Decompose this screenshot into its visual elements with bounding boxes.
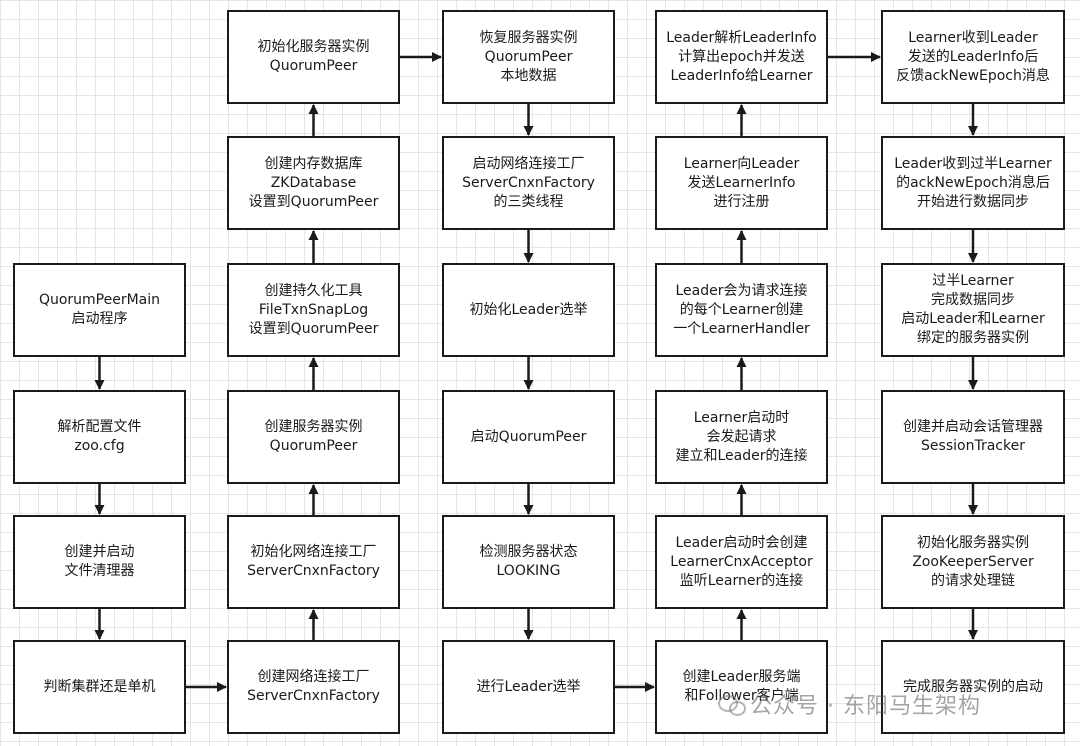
node-text-line: 创建并启动会话管理器 xyxy=(903,419,1043,435)
node-text-line: Learner启动时 xyxy=(693,409,790,426)
node-text-line: 解析配置文件 xyxy=(57,419,142,435)
node-text-line: Learner收到Leader xyxy=(908,29,1038,46)
step-start-data-sync: Leader收到过半Learner 的ackNewEpoch消息后开始进行数据同步 xyxy=(881,136,1065,230)
node-text-line: 和Follower客户端 xyxy=(684,688,799,704)
step-start-sessiontracker: 创建并启动会话管理器 SessionTracker xyxy=(881,390,1065,484)
node-text-line: zoo.cfg xyxy=(74,438,125,454)
step-leader-election: 进行Leader选举 xyxy=(442,640,615,734)
step-create-quorumpeer: 创建服务器实例 QuorumPeer xyxy=(227,390,400,484)
node-text-line: 发送LearnerInfo xyxy=(687,174,796,191)
node-text-line: 过半Learner xyxy=(932,273,1014,289)
node-text-line: 进行注册 xyxy=(713,193,770,210)
node-text-line: ServerCnxnFactory xyxy=(462,174,595,191)
step-create-filetxnsnaplog: 创建持久化工具 FileTxnSnapLog 设置到QuorumPeer xyxy=(227,263,400,357)
node-text-line: 恢复服务器实例 xyxy=(479,29,578,46)
node-text-line: QuorumPeer xyxy=(484,48,573,65)
node-text-line: 创建网络连接工厂 xyxy=(257,669,370,685)
node-text-line: ZooKeeperServer xyxy=(912,553,1034,570)
node-text-line: 设置到QuorumPeer xyxy=(248,193,379,210)
node-text-line: 的每个Learner创建 xyxy=(679,301,804,318)
node-text-line: 的ackNewEpoch消息后 xyxy=(896,174,1050,191)
node-text-line: 的请求处理链 xyxy=(931,572,1015,589)
node-text-line: LOOKING xyxy=(496,563,561,579)
step-start-bound-server-instances: 过半Learner 完成数据同步启动Leader和Learner 绑定的服务器实例 xyxy=(881,263,1065,357)
node-text-line: Learner向Leader xyxy=(683,155,800,172)
node-text-line: 初始化网络连接工厂 xyxy=(250,544,377,560)
step-quorumpeermain-start: QuorumPeerMain 启动程序 xyxy=(13,263,186,357)
node-text-line: 创建服务器实例 xyxy=(264,419,363,435)
node-text-line: 发送的LeaderInfo后 xyxy=(907,48,1039,65)
node-text-line: Leader启动时会创建 xyxy=(675,534,808,551)
node-text-line: 判断集群还是单机 xyxy=(43,678,156,695)
step-start-quorumpeer: 启动QuorumPeer xyxy=(442,390,615,484)
node-text-line: 进行Leader选举 xyxy=(476,678,581,695)
node-text-line: 初始化服务器实例 xyxy=(917,534,1029,551)
node-text-line: 文件清理器 xyxy=(64,563,135,579)
step-create-servercnxnfactory: 创建网络连接工厂 ServerCnxnFactory xyxy=(227,640,400,734)
node-text-line: SessionTracker xyxy=(921,438,1025,454)
node-text-line: QuorumPeer xyxy=(269,58,358,74)
step-restore-local-data: 恢复服务器实例 QuorumPeer 本地数据 xyxy=(442,10,615,104)
node-text-line: 创建并启动 xyxy=(64,544,135,560)
step-learner-register: Learner向Leader 发送LearnerInfo 进行注册 xyxy=(655,136,828,230)
node-text-line: 创建Leader服务端 xyxy=(682,669,801,685)
step-check-cluster-or-standalone: 判断集群还是单机 xyxy=(13,640,186,734)
node-text-line: ZKDatabase xyxy=(270,174,357,191)
step-create-leader-follower: 创建Leader服务端和Follower客户端 xyxy=(655,640,828,734)
node-text-line: 完成数据同步 xyxy=(931,292,1015,308)
node-text-line: ServerCnxnFactory xyxy=(247,688,380,704)
wechat-icon xyxy=(718,693,746,716)
node-text-line: 监听Learner的连接 xyxy=(679,572,804,589)
watermark-text: 公众号 · 东阳马生架构 xyxy=(750,694,981,719)
step-create-learnercnxacceptor: Leader启动时会创建 LearnerCnxAcceptor 监听Learner的… xyxy=(655,515,828,609)
node-text-line: 建立和Leader的连接 xyxy=(675,447,808,464)
step-parse-config: 解析配置文件 zoo.cfg xyxy=(13,390,186,484)
node-text-line: Leader收到过半Learner xyxy=(894,155,1052,172)
node-text-line: QuorumPeer xyxy=(269,438,358,454)
step-init-servercnxnfactory: 初始化网络连接工厂 ServerCnxnFactory xyxy=(227,515,400,609)
node-text-line: 绑定的服务器实例 xyxy=(917,330,1029,346)
node-text-line: 启动网络连接工厂 xyxy=(472,155,585,172)
node-text-line: 创建持久化工具 xyxy=(264,282,363,299)
step-learner-ack-new-epoch: Learner收到Leader 发送的LeaderInfo后反馈ackNewEpo… xyxy=(881,10,1065,104)
node-text-line: 一个LearnerHandler xyxy=(673,320,810,337)
step-init-request-processor-chain: 初始化服务器实例 ZooKeeperServer 的请求处理链 xyxy=(881,515,1065,609)
node-text-line: Leader会为请求连接 xyxy=(675,282,808,299)
node-text-line: 会发起请求 xyxy=(706,428,777,445)
node-text-line: 初始化Leader选举 xyxy=(469,301,588,318)
node-text-line: ServerCnxnFactory xyxy=(247,563,380,579)
step-init-quorumpeer: 初始化服务器实例 QuorumPeer xyxy=(227,10,400,104)
node-text-line: 启动程序 xyxy=(71,311,128,327)
node-text-line: 完成服务器实例的启动 xyxy=(903,678,1043,695)
step-leader-parse-leaderinfo: Leader解析LeaderInfo 计算出epoch并发送 LeaderInfo给… xyxy=(655,10,828,104)
node-text-line: LeaderInfo给Learner xyxy=(670,67,813,84)
step-create-learnerhandler: Leader会为请求连接的每个Learner创建一个LearnerHandler xyxy=(655,263,828,357)
node-text-line: 计算出epoch并发送 xyxy=(678,48,805,65)
node-text-line: 设置到QuorumPeer xyxy=(248,320,379,337)
node-text-line: Leader解析LeaderInfo xyxy=(666,29,817,46)
node-text-line: 启动QuorumPeer xyxy=(470,428,587,445)
step-server-start-complete: 完成服务器实例的启动 xyxy=(881,640,1065,734)
node-text-line: QuorumPeerMain xyxy=(38,292,161,308)
node-text-line: 检测服务器状态 xyxy=(479,544,578,560)
node-text-line: 初始化服务器实例 xyxy=(257,39,370,55)
node-text-line: 创建内存数据库 xyxy=(264,155,363,172)
node-text-line: 本地数据 xyxy=(500,67,557,84)
node-text-line: 反馈ackNewEpoch消息 xyxy=(896,67,1050,84)
node-text-line: LearnerCnxAcceptor xyxy=(670,553,813,570)
step-start-file-cleaner: 创建并启动文件清理器 xyxy=(13,515,186,609)
node-text-line: 启动Leader和Learner xyxy=(901,311,1045,327)
node-text-line: FileTxnSnapLog xyxy=(258,301,369,318)
node-text-line: 的三类线程 xyxy=(493,193,564,210)
step-init-leader-election: 初始化Leader选举 xyxy=(442,263,615,357)
step-start-servercnxnfactory-threads: 启动网络连接工厂 ServerCnxnFactory 的三类线程 xyxy=(442,136,615,230)
node-text-line: 开始进行数据同步 xyxy=(917,193,1029,210)
step-check-looking-state: 检测服务器状态 LOOKING xyxy=(442,515,615,609)
step-create-zkdatabase: 创建内存数据库 ZKDatabase 设置到QuorumPeer xyxy=(227,136,400,230)
watermark: 公众号 · 东阳马生架构 xyxy=(718,688,981,720)
step-learner-connect-leader: Learner启动时会发起请求建立和Leader的连接 xyxy=(655,390,828,484)
